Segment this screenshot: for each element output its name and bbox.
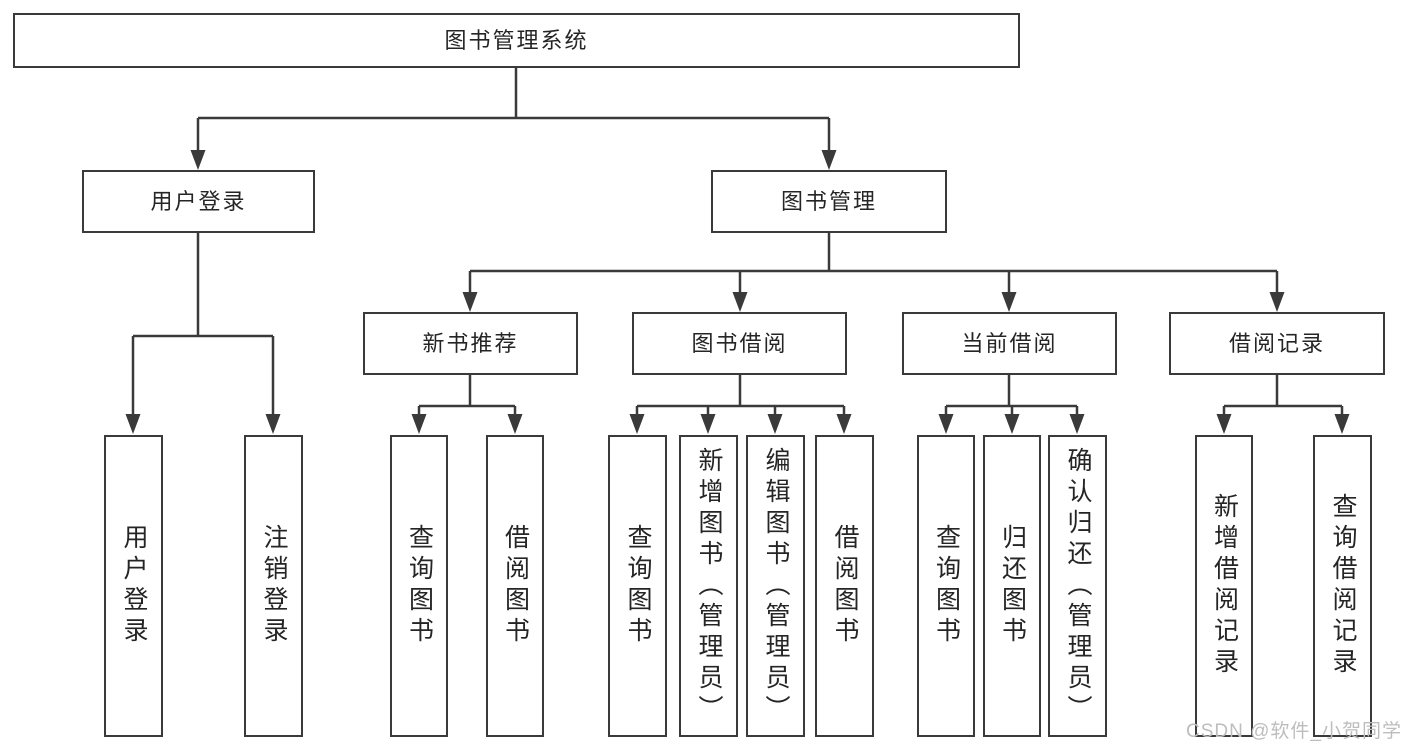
leaf-query-books-recommend: 查询图书	[390, 435, 448, 737]
node-label: 归还图书	[998, 524, 1027, 648]
node-label: 图书管理	[780, 188, 877, 214]
connector-user-login-to-leaves	[125, 233, 281, 434]
connector-current-borrow-to-leaves	[938, 375, 1085, 434]
node-label: 用户登录	[150, 188, 247, 214]
node-book-management: 图书管理	[711, 170, 947, 233]
leaf-query-books-borrow: 查询图书	[608, 435, 667, 737]
node-label: 新增图书（管理员）	[695, 446, 723, 726]
node-user-login: 用户登录	[82, 170, 315, 233]
node-label: 新增借阅记录	[1210, 493, 1239, 679]
node-label: 注销登录	[260, 524, 288, 648]
node-label: 查询图书	[624, 524, 652, 648]
node-label: 图书借阅	[691, 330, 788, 356]
node-label: 查询借阅记录	[1329, 493, 1357, 679]
leaf-add-book-admin: 新增图书（管理员）	[679, 435, 738, 737]
leaf-borrow-books-recommend: 借阅图书	[486, 435, 544, 737]
leaf-query-borrow-record: 查询借阅记录	[1313, 435, 1372, 737]
connector-new-book-recommend-to-leaves	[411, 375, 523, 434]
node-book-borrow: 图书借阅	[632, 312, 847, 375]
node-new-book-recommend: 新书推荐	[363, 312, 578, 375]
connector-book-management-to-level3	[462, 233, 1285, 312]
leaf-return-book: 归还图书	[983, 435, 1041, 737]
connector-borrow-records-to-leaves	[1216, 375, 1350, 434]
connector-book-borrow-to-leaves	[629, 375, 852, 434]
node-label: 查询图书	[932, 524, 961, 648]
node-current-borrow: 当前借阅	[902, 312, 1117, 375]
node-label: 图书管理系统	[444, 27, 589, 53]
node-label: 查询图书	[405, 524, 434, 648]
node-root: 图书管理系统	[13, 13, 1020, 68]
leaf-add-borrow-record: 新增借阅记录	[1195, 435, 1253, 737]
leaf-user-login: 用户登录	[104, 435, 163, 737]
node-label: 编辑图书（管理员）	[762, 446, 790, 726]
csdn-watermark: CSDN @软件_小贺同学	[1186, 721, 1402, 742]
node-label: 借阅记录	[1228, 330, 1325, 356]
node-label: 新书推荐	[422, 330, 519, 356]
leaf-query-books-current: 查询图书	[917, 435, 975, 737]
node-borrow-records: 借阅记录	[1169, 312, 1385, 375]
leaf-borrow-books: 借阅图书	[815, 435, 874, 737]
node-label: 当前借阅	[961, 330, 1058, 356]
node-label: 确认归还（管理员）	[1064, 446, 1092, 726]
leaf-edit-book-admin: 编辑图书（管理员）	[746, 435, 805, 737]
leaf-confirm-return-admin: 确认归还（管理员）	[1048, 435, 1107, 737]
node-label: 用户登录	[120, 524, 148, 648]
node-label: 借阅图书	[831, 524, 859, 648]
node-label: 借阅图书	[501, 524, 530, 648]
leaf-logout: 注销登录	[244, 435, 303, 737]
connector-root-to-level2	[190, 68, 837, 170]
